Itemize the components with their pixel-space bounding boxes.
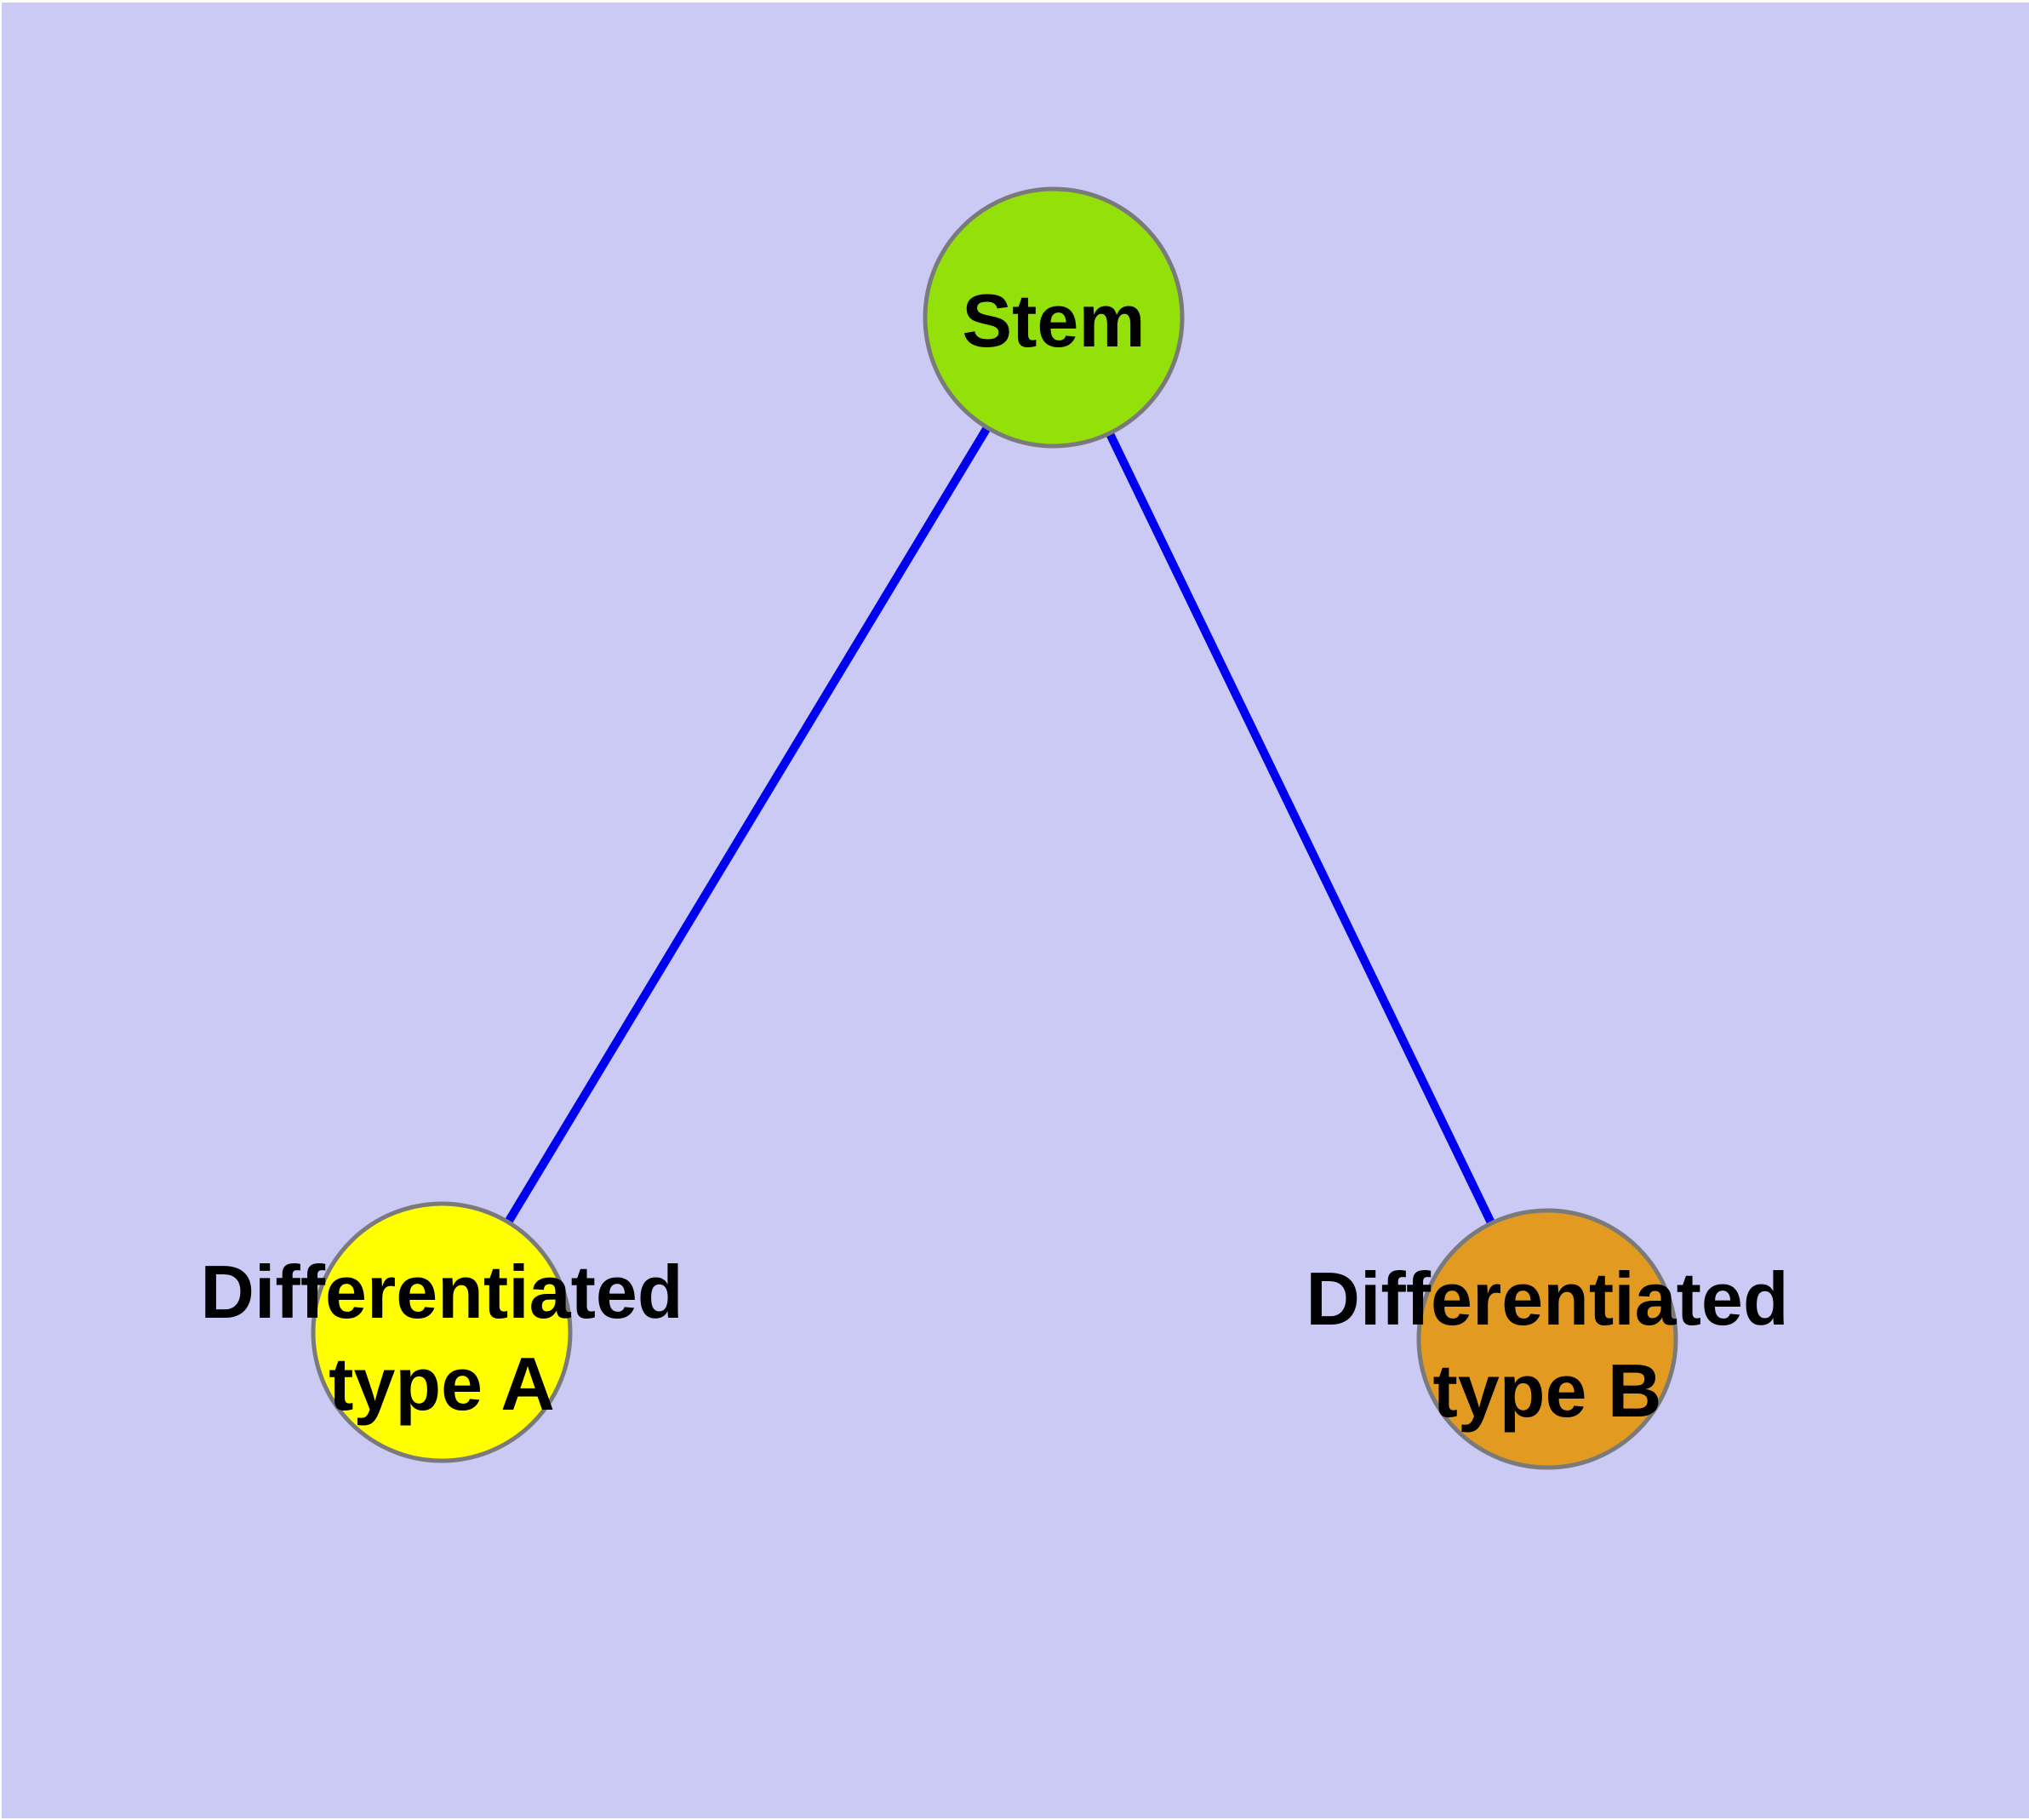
edge-stem-to-type-a (437, 315, 1058, 1335)
edge-stem-to-type-b (1049, 315, 1552, 1342)
node-type-a-label-line2: type A (329, 1342, 555, 1426)
node-stem (923, 186, 1185, 449)
node-type-b-label-line2: type B (1433, 1348, 1662, 1433)
node-stem-label: Stem (962, 278, 1145, 363)
node-type-a-label-line1: Differentiated (200, 1250, 683, 1334)
node-type-b-label-line1: Differentiated (1306, 1256, 1788, 1341)
node-differentiated-type-a (311, 1201, 573, 1463)
node-differentiated-type-b (1416, 1208, 1678, 1470)
